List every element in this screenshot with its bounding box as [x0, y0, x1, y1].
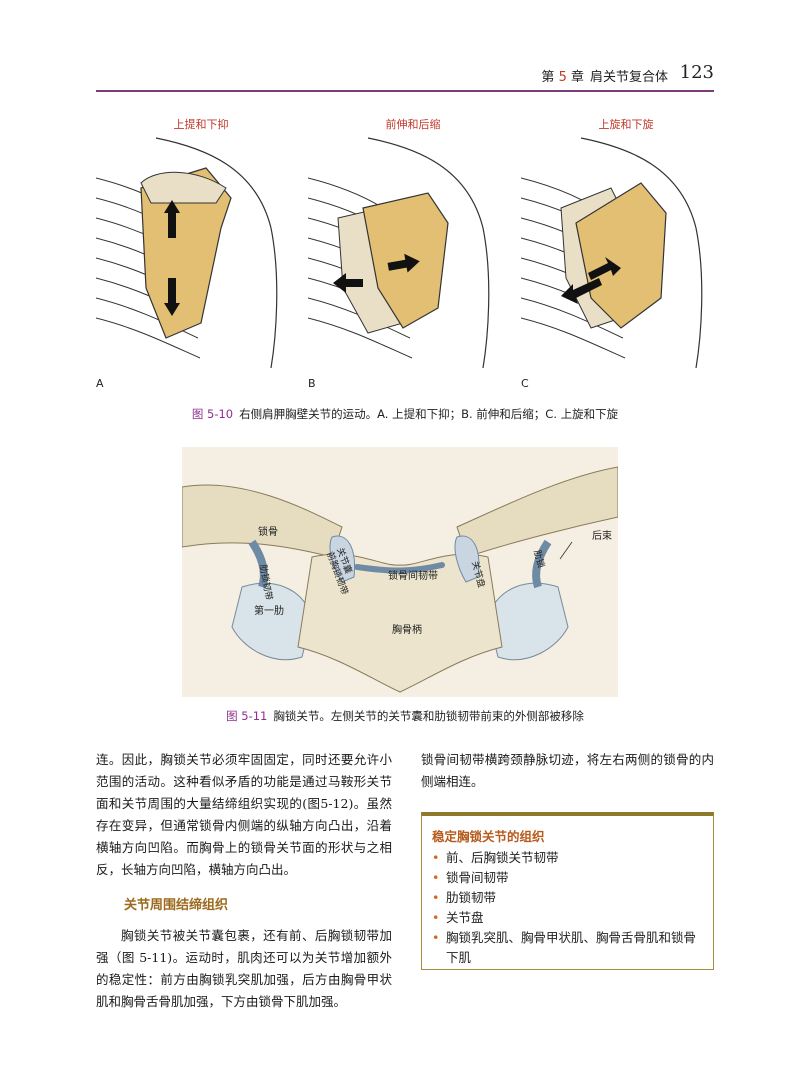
bullet-icon: •	[432, 870, 440, 885]
stabilizers-box: 稳定胸锁关节的组织 •前、后胸锁关节韧带 •锁骨间韧带 •肋锁韧带 •关节盘 •…	[421, 812, 714, 970]
list-item: •关节盘	[432, 908, 703, 928]
scapula-elevation-illustration	[95, 137, 278, 369]
body-paragraph: 锁骨间韧带横跨颈静脉切迹，将左右两侧的锁骨的内侧端相连。	[421, 752, 714, 789]
page-number: 123	[679, 62, 714, 83]
bullet-icon: •	[432, 850, 440, 865]
label-interclavicular: 锁骨间韧带	[388, 569, 438, 582]
box-title: 稳定胸锁关节的组织	[432, 829, 545, 844]
left-column: 连。因此，胸锁关节必须牢固固定，同时还要允许小范围的活动。这种看似矛盾的功能是通…	[96, 749, 392, 1013]
panel-letter: C	[521, 377, 529, 390]
caption-number: 图 5-10	[191, 407, 234, 421]
body-paragraph: 连。因此，胸锁关节必须牢固固定，同时还要允许小范围的活动。这种看似矛盾的功能是通…	[96, 752, 392, 877]
caption-number: 图 5-11	[226, 709, 268, 723]
panel-label: 上旋和下旋	[598, 118, 654, 131]
figure-5-10-panel-a: 上提和下抑 A	[95, 108, 306, 390]
header-rule	[96, 90, 714, 92]
section-heading: 关节周围结缔组织	[124, 898, 229, 913]
label-posterior-bundle: 后束	[592, 530, 612, 542]
label-manubrium: 胸骨柄	[392, 623, 422, 636]
bullet-icon: •	[432, 930, 440, 945]
list-item: •前、后胸锁关节韧带	[432, 848, 703, 868]
running-header: 第 5 章 肩关节复合体 123	[96, 62, 714, 92]
label-clavicle: 锁骨	[258, 525, 278, 538]
scapula-rotation-illustration	[520, 137, 703, 369]
list-item: •肋锁韧带	[432, 888, 703, 908]
right-column: 锁骨间韧带横跨颈静脉切迹，将左右两侧的锁骨的内侧端相连。	[421, 749, 714, 793]
panel-label: 前伸和后缩	[385, 118, 441, 131]
box-list: •前、后胸锁关节韧带 •锁骨间韧带 •肋锁韧带 •关节盘 •胸锁乳突肌、胸骨甲状…	[432, 848, 703, 968]
figure-5-11: 锁骨 肋锁韧带 关节囊 前胸锁韧带 锁骨间韧带 第一肋 胸骨柄 后束 关节盘 肋…	[181, 447, 619, 697]
figure-5-10-panel-c: 上旋和下旋 C	[520, 108, 731, 390]
scapula-protraction-illustration	[307, 137, 490, 369]
panel-label: 上提和下抑	[173, 118, 229, 131]
label-first-rib: 第一肋	[254, 604, 284, 617]
bullet-icon: •	[432, 910, 440, 925]
body-paragraph: 胸锁关节被关节囊包裹，还有前、后胸锁韧带加强（图 5-11)。运动时，肌肉还可以…	[96, 928, 392, 1009]
sternoclavicular-joint-illustration: 锁骨 肋锁韧带 关节囊 前胸锁韧带 锁骨间韧带 第一肋 胸骨柄 后束 关节盘 肋…	[181, 447, 619, 697]
panel-letter: B	[308, 377, 316, 390]
caption-text: 胸锁关节。左侧关节的关节囊和肋锁韧带前束的外侧部被移除	[273, 709, 584, 723]
chapter-title: 肩关节复合体	[589, 70, 668, 85]
list-item: •胸锁乳突肌、胸骨甲状肌、胸骨舌骨肌和锁骨下肌	[432, 930, 697, 965]
caption-text: 右侧肩胛胸壁关节的运动。A. 上提和下抑；B. 前伸和后缩；C. 上旋和下旋	[239, 407, 619, 421]
list-item: •锁骨间韧带	[432, 868, 703, 888]
panel-letter: A	[96, 377, 104, 390]
chapter-label: 第 5 章	[541, 70, 584, 85]
bullet-icon: •	[432, 890, 440, 905]
figure-5-10-caption: 图 5-10 右侧肩胛胸壁关节的运动。A. 上提和下抑；B. 前伸和后缩；C. 上…	[96, 406, 714, 422]
figure-5-10-panel-b: 前伸和后缩 B	[307, 108, 518, 390]
figure-5-11-caption: 图 5-11 胸锁关节。左侧关节的关节囊和肋锁韧带前束的外侧部被移除	[96, 708, 714, 724]
